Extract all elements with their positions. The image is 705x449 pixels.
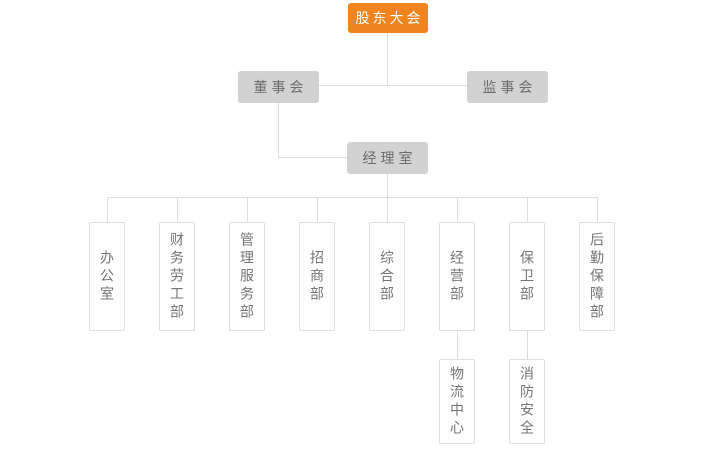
org-node-fire-safety: 消防安全 xyxy=(509,359,545,444)
connector-stub xyxy=(387,197,388,222)
connector-stub xyxy=(107,197,108,222)
connector-operations-to-logistics xyxy=(457,331,458,359)
org-node-logistics-center: 物流中心 xyxy=(439,359,475,444)
org-node-manager-office: 经理室 xyxy=(347,142,428,174)
org-node-label: 物流中心 xyxy=(449,365,465,438)
org-node-department-management-service: 管理服务部 xyxy=(229,222,265,331)
org-node-label: 综合部 xyxy=(379,249,395,304)
connector-stub xyxy=(177,197,178,222)
org-node-department-security: 保卫部 xyxy=(509,222,545,331)
org-node-label: 消防安全 xyxy=(519,365,535,438)
org-node-department-operations: 经营部 xyxy=(439,222,475,331)
connector-board-down xyxy=(278,103,279,157)
org-node-label: 财务劳工部 xyxy=(169,231,185,322)
org-node-department-office: 办公室 xyxy=(89,222,125,331)
connector-stub xyxy=(597,197,598,222)
connector-departments-rail xyxy=(107,197,597,198)
org-node-department-finance-labor: 财务劳工部 xyxy=(159,222,195,331)
org-node-label: 保卫部 xyxy=(519,249,535,304)
org-node-shareholders-meeting: 股东大会 xyxy=(348,3,428,33)
org-node-label: 管理服务部 xyxy=(239,231,255,322)
org-node-board-of-directors: 董事会 xyxy=(238,71,319,103)
connector-stub xyxy=(317,197,318,222)
connector-stub xyxy=(247,197,248,222)
org-node-supervisory-board: 监事会 xyxy=(467,71,548,103)
connector-board-to-manager xyxy=(278,157,347,158)
connector-security-to-fire xyxy=(527,331,528,359)
org-node-label: 办公室 xyxy=(99,249,115,304)
connector-board-supervisory xyxy=(319,85,467,86)
org-node-department-general: 综合部 xyxy=(369,222,405,331)
org-node-department-logistics-support: 后勤保障部 xyxy=(579,222,615,331)
org-node-label: 经营部 xyxy=(449,249,465,304)
org-node-department-investment: 招商部 xyxy=(299,222,335,331)
org-node-label: 招商部 xyxy=(309,249,325,304)
connector-root-to-level2 xyxy=(387,33,388,85)
connector-manager-down xyxy=(387,174,388,197)
connector-stub xyxy=(527,197,528,222)
org-node-label: 后勤保障部 xyxy=(589,231,605,322)
connector-stub xyxy=(457,197,458,222)
